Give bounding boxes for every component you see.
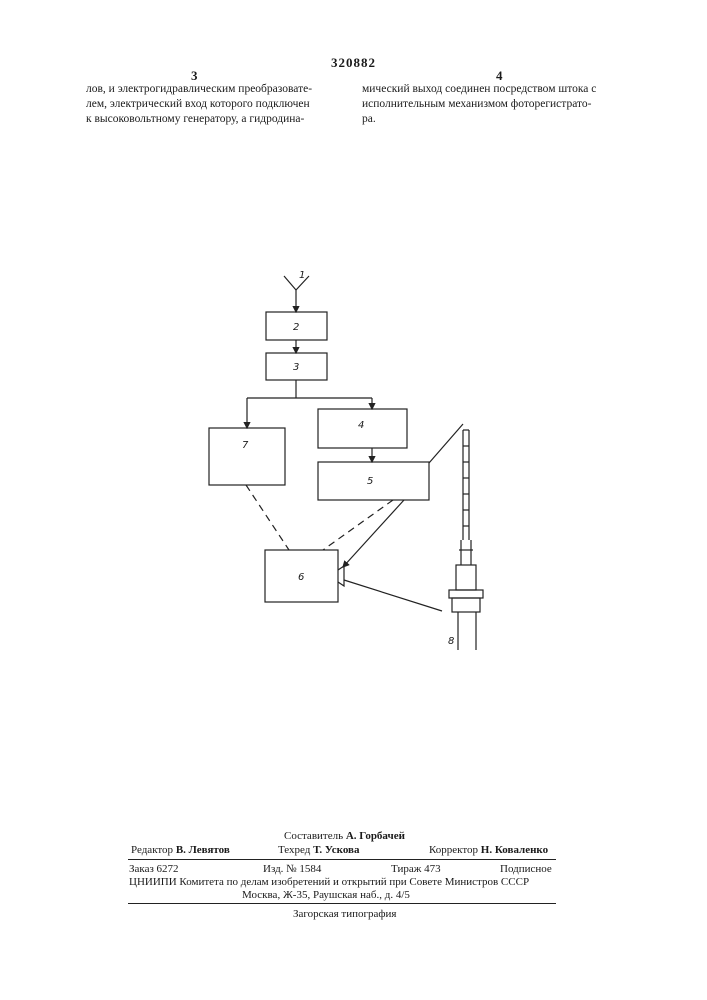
- edition: Изд. № 1584: [263, 862, 321, 876]
- label-8: 8: [448, 636, 454, 647]
- divider: [128, 903, 556, 904]
- block-7: [209, 428, 285, 485]
- print-run: Тираж 473: [391, 862, 441, 876]
- corrector-line: Корректор Н. Коваленко: [429, 843, 548, 857]
- label-1: 1: [299, 270, 305, 281]
- rod-body: [452, 598, 480, 612]
- block-5: [318, 462, 429, 500]
- techred-line: Техред Т. Ускова: [278, 843, 360, 857]
- label-5: 5: [367, 476, 373, 487]
- label-3: 3: [293, 362, 299, 373]
- dashed-link: [246, 485, 289, 550]
- connector-line: [429, 424, 463, 463]
- lens-symbol: [338, 566, 344, 586]
- label-6: 6: [298, 572, 304, 583]
- connector-line: [343, 500, 404, 567]
- label-4: 4: [358, 420, 364, 431]
- dashed-link: [323, 500, 393, 550]
- rod-flange: [449, 590, 483, 598]
- editor-line: Редактор В. Левятов: [131, 843, 230, 857]
- compiler-line: Составитель А. Горбачей: [284, 829, 405, 843]
- subscription: Подписное: [500, 862, 552, 876]
- divider: [128, 859, 556, 860]
- label-2: 2: [293, 322, 299, 333]
- address: Москва, Ж-35, Раушская наб., д. 4/5: [242, 888, 410, 902]
- order: Заказ 6272: [129, 862, 179, 876]
- organization: ЦНИИПИ Комитета по делам изобретений и о…: [129, 875, 529, 889]
- printer: Загорская типография: [293, 907, 396, 921]
- label-7: 7: [242, 440, 249, 451]
- rod-sleeve: [456, 565, 476, 590]
- connector-line: [344, 580, 442, 611]
